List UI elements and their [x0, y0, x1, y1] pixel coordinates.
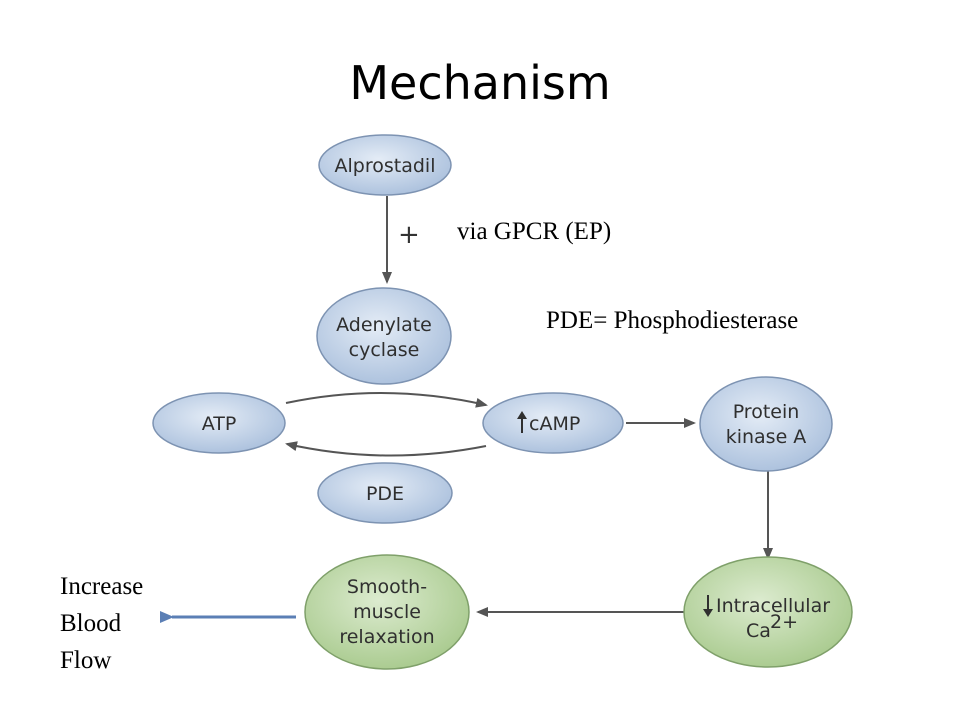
node-adenylate-label-line1: Adenylate — [336, 314, 432, 336]
node-smooth-muscle-relaxation: Smooth- muscle relaxation — [304, 554, 470, 670]
node-atp: ATP — [152, 392, 286, 454]
node-calcium-superscript: 2+ — [770, 611, 798, 633]
down-arrow-icon — [703, 595, 713, 617]
outcome-annotation: Increase Blood Flow — [60, 568, 143, 679]
node-alprostadil-label: Alprostadil — [335, 155, 436, 177]
outcome-line-2: Blood — [60, 610, 122, 637]
arrow-camp-to-atp — [285, 441, 487, 457]
node-calcium-label: Ca — [746, 620, 771, 642]
up-arrow-icon — [517, 411, 527, 433]
arrow-atp-to-camp — [285, 391, 488, 408]
node-relaxation-label-line3: relaxation — [339, 626, 434, 648]
plus-sign: + — [398, 220, 420, 250]
node-relaxation-label-line1: Smooth- — [347, 576, 427, 598]
node-intracellular-calcium: Intracellular Ca 2+ — [683, 556, 853, 668]
node-alprostadil: Alprostadil — [318, 134, 452, 196]
node-adenylate-label-line2: cyclase — [349, 339, 420, 361]
node-camp-label: cAMP — [529, 413, 580, 435]
outcome-line-1: Increase — [60, 573, 144, 600]
node-relaxation-label-line2: muscle — [353, 601, 421, 623]
node-atp-label: ATP — [202, 413, 237, 435]
node-pde: PDE — [317, 462, 453, 524]
node-adenylate-cyclase: Adenylate cyclase — [316, 287, 452, 385]
via-gpcr-annotation: via GPCR (EP) — [457, 218, 612, 245]
pde-definition-annotation: PDE= Phosphodiesterase — [546, 307, 799, 334]
node-pka-label-line2: kinase A — [726, 426, 807, 448]
node-pka-label-line1: Protein — [733, 401, 800, 423]
node-intracellular-label: Intracellular — [716, 595, 830, 617]
node-pde-label: PDE — [366, 483, 404, 505]
outcome-line-3: Flow — [60, 647, 112, 674]
node-camp: cAMP — [482, 392, 624, 454]
page-title: Mechanism — [349, 56, 611, 110]
node-protein-kinase-a: Protein kinase A — [699, 376, 833, 472]
